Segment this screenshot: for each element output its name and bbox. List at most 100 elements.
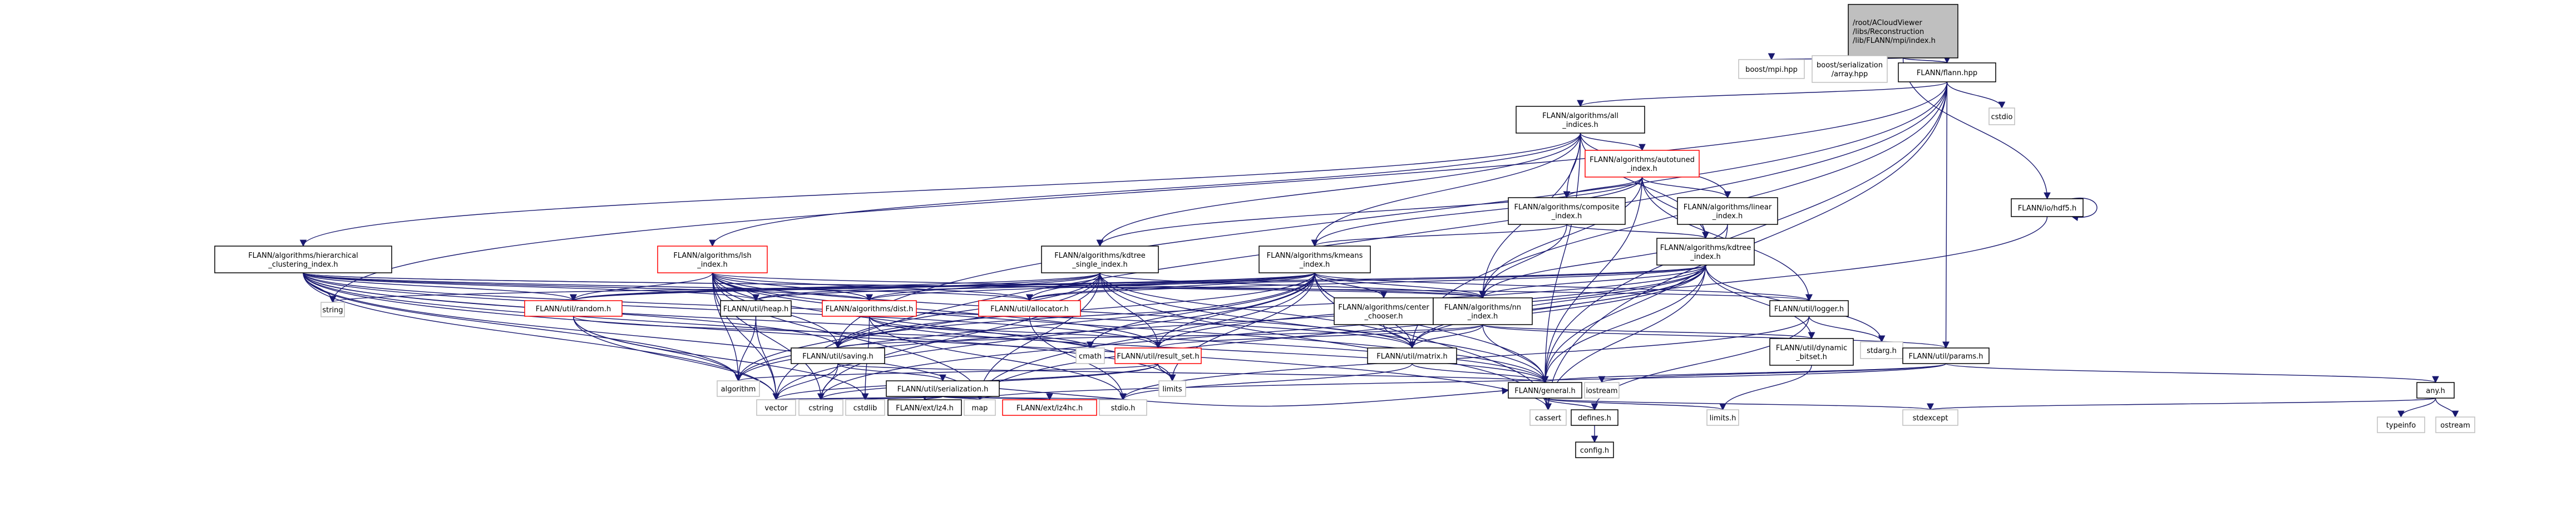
node-dist[interactable]: FLANN/algorithms/dist.h bbox=[822, 300, 917, 317]
edge-all_indices-to-lsh bbox=[709, 133, 1581, 247]
node-flann-hpp[interactable]: FLANN/flann.hpp bbox=[1898, 62, 1996, 82]
node-box bbox=[1002, 399, 1097, 416]
edge-composite-to-nn_index bbox=[1479, 224, 1567, 299]
node-label: algorithm bbox=[721, 385, 756, 394]
edge-hdf5-to-hdf5 bbox=[2071, 198, 2098, 222]
edge-hdf5-to-matrix bbox=[1408, 216, 2048, 349]
node-saving[interactable]: FLANN/util/saving.h bbox=[791, 347, 885, 364]
node-lsh[interactable]: FLANN/algorithms/lsh_index.h bbox=[657, 246, 768, 273]
edge-kdtree_single-to-nn_index bbox=[1099, 272, 1486, 299]
node-label: FLANN/flann.hpp bbox=[1917, 69, 1977, 77]
node-general[interactable]: FLANN/general.h bbox=[1508, 382, 1582, 399]
node-center-chooser[interactable]: FLANN/algorithms/center_chooser.h bbox=[1334, 297, 1434, 325]
edge-all_indices-to-autotuned bbox=[1580, 133, 1646, 151]
node-heap[interactable]: FLANN/util/heap.h bbox=[720, 300, 792, 317]
node-box bbox=[978, 300, 1081, 317]
edge-any-to-ostream bbox=[2435, 398, 2459, 418]
edge-all_indices-to-general bbox=[1541, 133, 1581, 384]
node-defines[interactable]: defines.h bbox=[1571, 409, 1618, 426]
node-box bbox=[1367, 347, 1457, 364]
node-hierarchical[interactable]: FLANN/algorithms/hierarchical_clustering… bbox=[214, 246, 392, 273]
node-label: vector bbox=[764, 404, 788, 413]
node-matrix[interactable]: FLANN/util/matrix.h bbox=[1367, 347, 1457, 364]
node-label: FLANN/algorithms/composite bbox=[1514, 203, 1619, 212]
node-label: /root/ACloudViewer bbox=[1853, 19, 1922, 27]
edge-autotuned-to-composite bbox=[1563, 176, 1643, 199]
edge-flann_hpp-to-vector bbox=[772, 81, 1948, 401]
node-dynamic-bitset[interactable]: FLANN/util/dynamic_bitset.h bbox=[1769, 338, 1854, 366]
edge-logger-to-stdarg bbox=[1808, 316, 1886, 343]
node-any[interactable]: any.h bbox=[2416, 382, 2455, 399]
edge-kdtree-to-nn_index bbox=[1479, 264, 1706, 299]
edge-kdtree_single-to-map bbox=[976, 272, 1101, 401]
node-box bbox=[214, 246, 392, 273]
node-box bbox=[2377, 416, 2425, 433]
node-label: stdarg.h bbox=[1867, 347, 1897, 355]
node-box bbox=[1898, 62, 1996, 82]
node-label: FLANN/util/logger.h bbox=[1774, 305, 1844, 313]
edge-heap-to-vector bbox=[755, 316, 780, 401]
node-index-h[interactable]: /root/ACloudViewer/libs/Reconstruction/l… bbox=[1848, 4, 1958, 58]
edge-lsh-to-result_set bbox=[712, 272, 1162, 349]
edge-kmeans-to-logger bbox=[1314, 272, 1813, 302]
node-all-indices[interactable]: FLANN/algorithms/all_indices.h bbox=[1516, 106, 1645, 134]
edges-layer bbox=[299, 52, 2459, 443]
edge-kmeans-to-center_chooser bbox=[1314, 272, 1388, 299]
node-kdtree-single[interactable]: FLANN/algorithms/kdtree_single_index.h bbox=[1041, 246, 1159, 273]
node-limits-h: limits.h bbox=[1706, 409, 1739, 426]
edge-kdtree-to-general bbox=[1541, 264, 1706, 384]
edge-nn_index-to-matrix bbox=[1408, 324, 1483, 349]
node-box bbox=[887, 399, 962, 416]
node-label: limits bbox=[1162, 385, 1182, 394]
node-allocator[interactable]: FLANN/util/allocator.h bbox=[978, 300, 1081, 317]
edge-flann_hpp-to-all_indices bbox=[1577, 81, 1948, 107]
node-logger[interactable]: FLANN/util/logger.h bbox=[1769, 300, 1849, 317]
edge-all_indices-to-kdtree_single bbox=[1096, 133, 1581, 247]
edge-kdtree-to-allocator bbox=[1026, 264, 1706, 302]
node-label: _single_index.h bbox=[1072, 261, 1127, 269]
node-box bbox=[1529, 409, 1567, 426]
node-box bbox=[1677, 197, 1778, 225]
node-label: _indices.h bbox=[1562, 121, 1598, 129]
node-kmeans[interactable]: FLANN/algorithms/kmeans_index.h bbox=[1259, 246, 1371, 273]
node-cstdio: cstdio bbox=[1988, 107, 2015, 125]
node-box bbox=[886, 380, 1000, 397]
node-composite[interactable]: FLANN/algorithms/composite_index.h bbox=[1508, 197, 1626, 225]
node-label: FLANN/util/serialization.h bbox=[897, 385, 989, 394]
node-kdtree[interactable]: FLANN/algorithms/kdtree_index.h bbox=[1656, 238, 1755, 266]
node-label: _index.h bbox=[1467, 312, 1498, 321]
node-label: FLANN/algorithms/nn bbox=[1444, 303, 1521, 312]
node-params[interactable]: FLANN/util/params.h bbox=[1902, 347, 1990, 364]
node-config[interactable]: config.h bbox=[1575, 442, 1614, 458]
edge-dist-to-cmath bbox=[868, 316, 1094, 349]
edge-hierarchical-to-map bbox=[303, 272, 984, 401]
node-typeinfo: typeinfo bbox=[2377, 416, 2425, 433]
node-lz4hc[interactable]: FLANN/ext/lz4hc.h bbox=[1002, 399, 1097, 416]
node-lz4[interactable]: FLANN/ext/lz4.h bbox=[887, 399, 962, 416]
node-random[interactable]: FLANN/util/random.h bbox=[524, 300, 623, 317]
edge-nn_index-to-dynamic_bitset bbox=[1482, 324, 1815, 340]
node-boost-ser-array: boost/serialization/array.hpp bbox=[1812, 55, 1888, 83]
edge-dist-to-stdio bbox=[868, 316, 1127, 401]
edge-serialization-to-general bbox=[999, 387, 1509, 407]
node-label: boost/serialization bbox=[1817, 61, 1883, 70]
edge-autotuned-to-kdtree bbox=[1641, 176, 1709, 239]
node-autotuned[interactable]: FLANN/algorithms/autotuned_index.h bbox=[1585, 150, 1700, 178]
node-stdio: stdio.h bbox=[1099, 399, 1147, 416]
node-label: stdio.h bbox=[1111, 404, 1136, 413]
edge-all_indices-to-hierarchical bbox=[299, 133, 1581, 247]
node-linear[interactable]: FLANN/algorithms/linear_index.h bbox=[1677, 197, 1778, 225]
node-result-set[interactable]: FLANN/util/result_set.h bbox=[1114, 347, 1202, 364]
node-serialization[interactable]: FLANN/util/serialization.h bbox=[886, 380, 1000, 397]
node-hdf5[interactable]: FLANN/io/hdf5.h bbox=[2011, 198, 2084, 217]
node-box bbox=[1848, 4, 1958, 58]
node-box bbox=[1099, 399, 1147, 416]
node-cstring: cstring bbox=[798, 399, 843, 416]
node-nn-index[interactable]: FLANN/algorithms/nn_index.h bbox=[1433, 297, 1533, 325]
node-label: FLANN/util/dynamic bbox=[1776, 344, 1847, 352]
node-label: stdexcept bbox=[1913, 414, 1948, 423]
node-label: typeinfo bbox=[2386, 421, 2416, 430]
node-label: FLANN/algorithms/kmeans bbox=[1267, 252, 1363, 260]
node-box bbox=[2435, 416, 2475, 433]
node-label: FLANN/algorithms/all bbox=[1542, 112, 1618, 120]
